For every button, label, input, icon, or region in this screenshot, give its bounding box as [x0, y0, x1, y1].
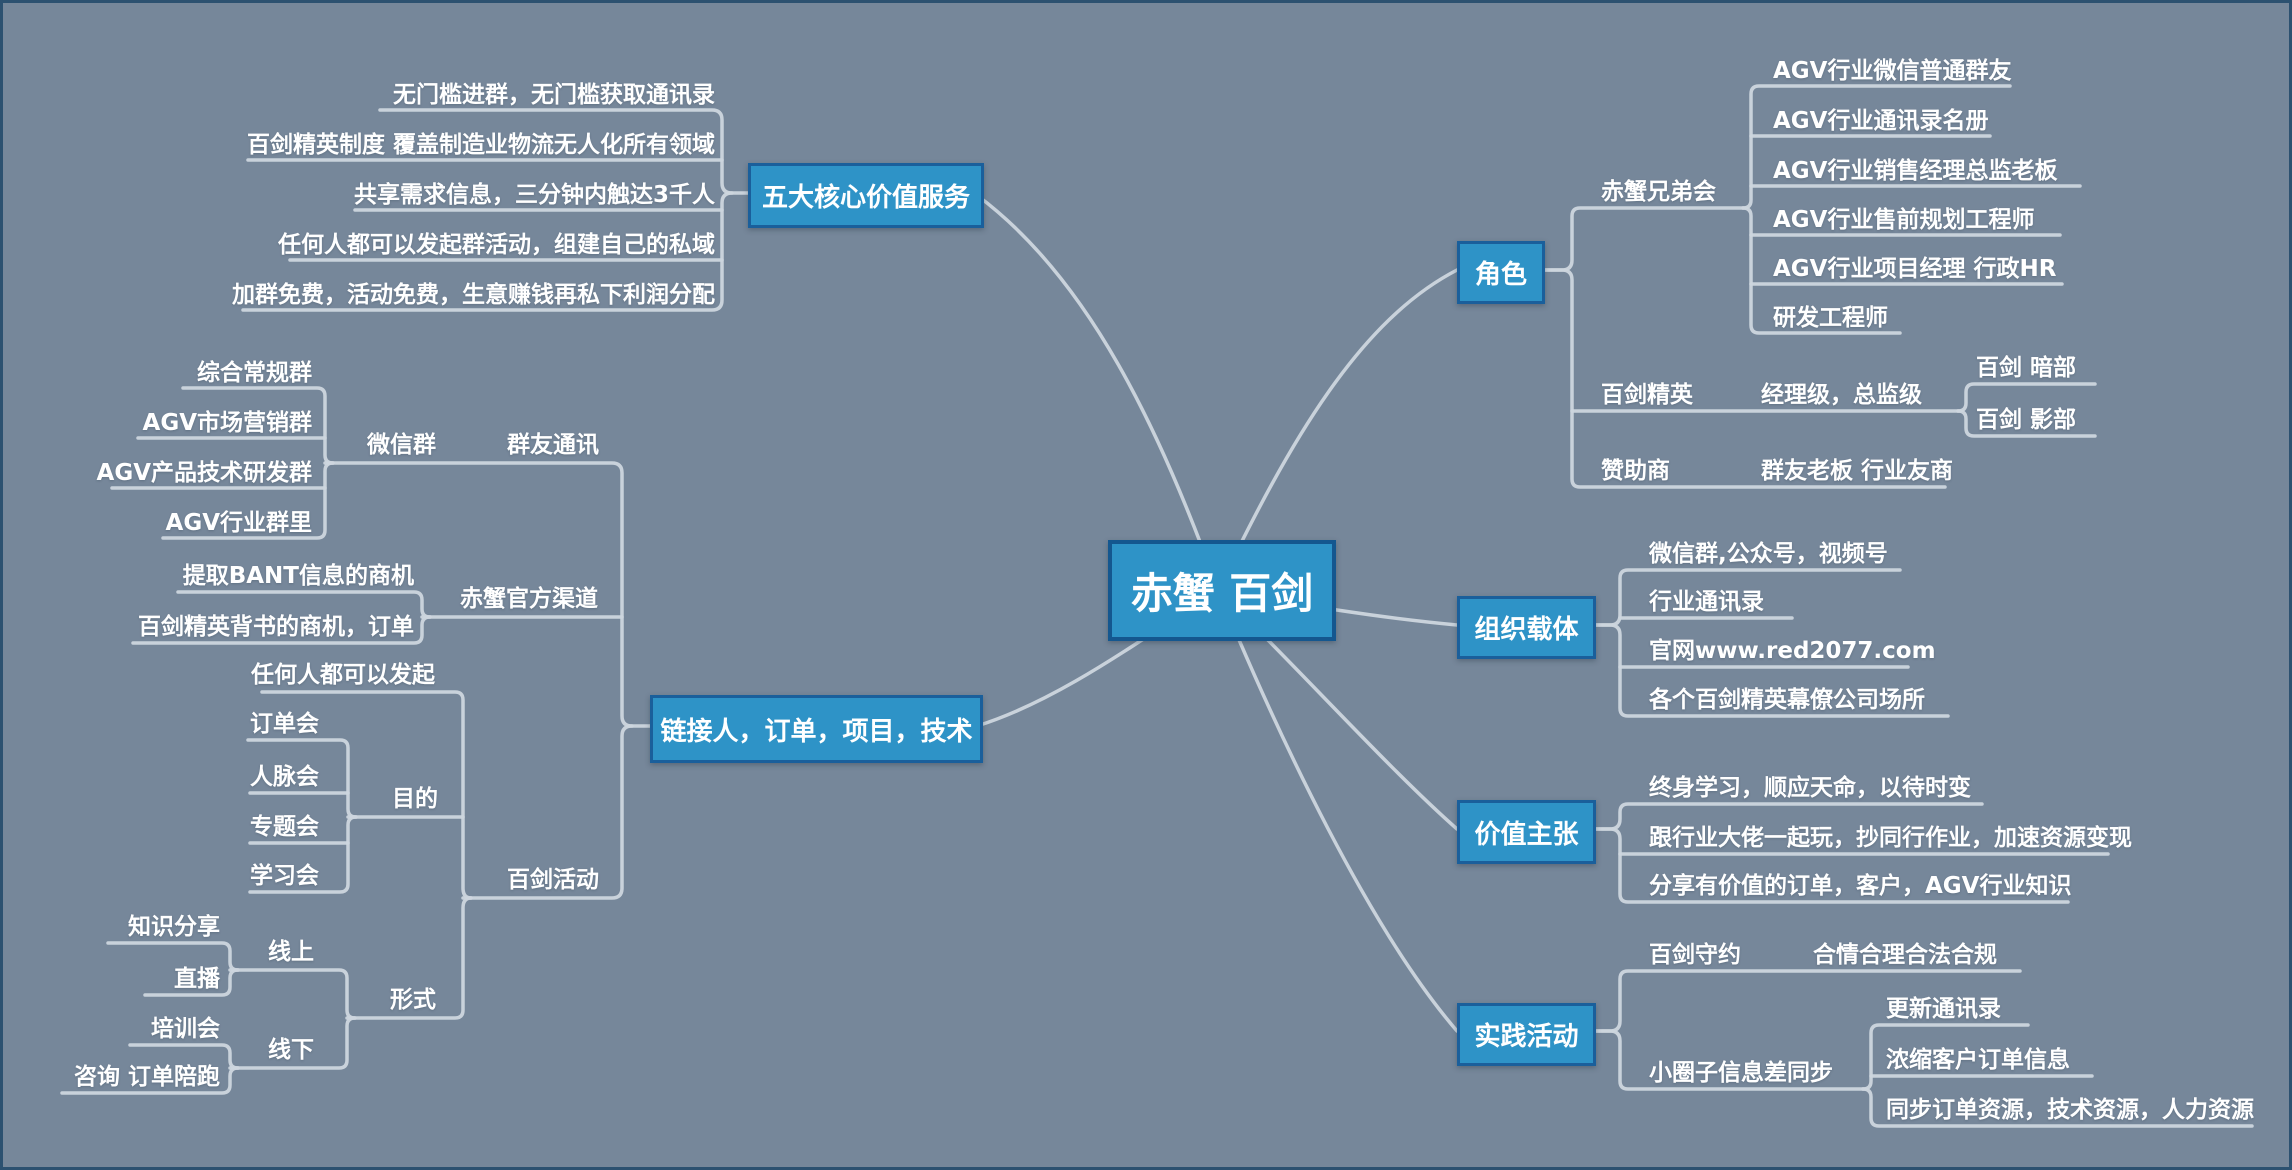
topic-brotherhood-item-3[interactable]: AGV行业售前规划工程师 [1773, 207, 2035, 233]
topic-sponsor-desc[interactable]: 群友老板 行业友商 [1761, 458, 1954, 484]
topic-sync-item-2[interactable]: 同步订单资源，技术资源，人力资源 [1886, 1097, 2254, 1123]
topic-activity-anyone[interactable]: 任何人都可以发起 [251, 662, 435, 688]
topic-carrier-item-1[interactable]: 行业通讯录 [1649, 589, 1764, 615]
topic-sync[interactable]: 小圈子信息差同步 [1649, 1060, 1833, 1086]
topic-form[interactable]: 形式 [390, 987, 436, 1013]
node-link-order-project-tech[interactable]: 链接人，订单，项目，技术 [650, 695, 983, 763]
topic-brotherhood-item-2[interactable]: AGV行业销售经理总监老板 [1773, 158, 2058, 184]
topic-offline[interactable]: 线下 [268, 1037, 314, 1063]
node-five-core-values[interactable]: 五大核心价值服务 [748, 163, 984, 228]
topic-pact-desc[interactable]: 合情合理合法合规 [1813, 942, 1997, 968]
topic-activity[interactable]: 百剑活动 [507, 867, 599, 893]
topic-wechat-item-0[interactable]: 综合常规群 [197, 360, 312, 386]
node-role[interactable]: 角色 [1457, 241, 1545, 304]
topic-brotherhood-item-0[interactable]: AGV行业微信普通群友 [1773, 58, 2012, 84]
topic-five-core-item-1[interactable]: 百剑精英制度 覆盖制造业物流无人化所有领域 [246, 132, 715, 158]
topic-five-core-item-2[interactable]: 共享需求信息，三分钟内触达3千人 [353, 182, 715, 208]
topic-pact[interactable]: 百剑守约 [1649, 942, 1741, 968]
topic-official-item-1[interactable]: 百剑精英背书的商机，订单 [138, 614, 414, 640]
topic-purpose-item-2[interactable]: 专题会 [250, 814, 319, 840]
topic-value-item-2[interactable]: 分享有价值的订单，客户，AGV行业知识 [1649, 873, 2072, 899]
topic-sponsor[interactable]: 赞助商 [1601, 458, 1670, 484]
topic-purpose-item-1[interactable]: 人脉会 [250, 764, 319, 790]
topic-sync-item-0[interactable]: 更新通讯录 [1886, 996, 2001, 1022]
topic-brotherhood-item-1[interactable]: AGV行业通讯录名册 [1773, 108, 1989, 134]
topic-brotherhood-item-4[interactable]: AGV行业项目经理 行政HR [1773, 256, 2057, 282]
topic-five-core-item-3[interactable]: 任何人都可以发起群活动，组建自己的私域 [278, 232, 715, 258]
topic-five-core-item-4[interactable]: 加群免费，活动免费，生意赚钱再私下利润分配 [232, 282, 715, 308]
topic-carrier-item-3[interactable]: 各个百剑精英幕僚公司场所 [1649, 687, 1925, 713]
topic-brotherhood-item-5[interactable]: 研发工程师 [1773, 305, 1888, 331]
node-value-proposition[interactable]: 价值主张 [1457, 800, 1596, 864]
node-carrier[interactable]: 组织载体 [1457, 596, 1596, 659]
topic-brotherhood[interactable]: 赤蟹兄弟会 [1601, 179, 1716, 205]
topic-online-item-0[interactable]: 知识分享 [128, 914, 220, 940]
topic-purpose[interactable]: 目的 [392, 786, 438, 812]
topic-purpose-item-3[interactable]: 学习会 [250, 863, 319, 889]
topic-carrier-item-2[interactable]: 官网www.red2077.com [1649, 638, 1936, 664]
topic-wechat-item-1[interactable]: AGV市场营销群 [142, 410, 312, 436]
topic-official-channel[interactable]: 赤蟹官方渠道 [460, 586, 598, 612]
topic-elite-item-0[interactable]: 百剑 暗部 [1976, 355, 2077, 381]
topic-wechat-item-2[interactable]: AGV产品技术研发群 [96, 460, 312, 486]
topic-purpose-item-0[interactable]: 订单会 [250, 711, 319, 737]
topic-elite-item-1[interactable]: 百剑 影部 [1976, 407, 2077, 433]
topic-offline-item-0[interactable]: 培训会 [151, 1016, 220, 1042]
node-center-root[interactable]: 赤蟹 百剑 [1108, 540, 1336, 641]
topic-elite-level[interactable]: 经理级，总监级 [1761, 382, 1922, 408]
topic-online-item-1[interactable]: 直播 [174, 966, 220, 992]
topic-value-item-0[interactable]: 终身学习，顺应天命，以待时变 [1649, 775, 1971, 801]
topic-online[interactable]: 线上 [268, 939, 314, 965]
topic-official-item-0[interactable]: 提取BANT信息的商机 [182, 563, 414, 589]
topic-carrier-item-0[interactable]: 微信群,公众号，视频号 [1649, 541, 1888, 567]
topic-member-directory[interactable]: 群友通讯 [507, 432, 599, 458]
topic-elite[interactable]: 百剑精英 [1601, 382, 1693, 408]
topic-wechat-item-3[interactable]: AGV行业群里 [165, 510, 312, 536]
topic-wechat-group[interactable]: 微信群 [367, 432, 436, 458]
topic-value-item-1[interactable]: 跟行业大佬一起玩，抄同行作业，加速资源变现 [1649, 825, 2132, 851]
node-practice[interactable]: 实践活动 [1457, 1003, 1596, 1066]
topic-five-core-item-0[interactable]: 无门槛进群，无门槛获取通讯录 [393, 82, 715, 108]
topic-offline-item-1[interactable]: 咨询 订单陪跑 [73, 1064, 220, 1090]
topic-sync-item-1[interactable]: 浓缩客户订单信息 [1886, 1047, 2070, 1073]
